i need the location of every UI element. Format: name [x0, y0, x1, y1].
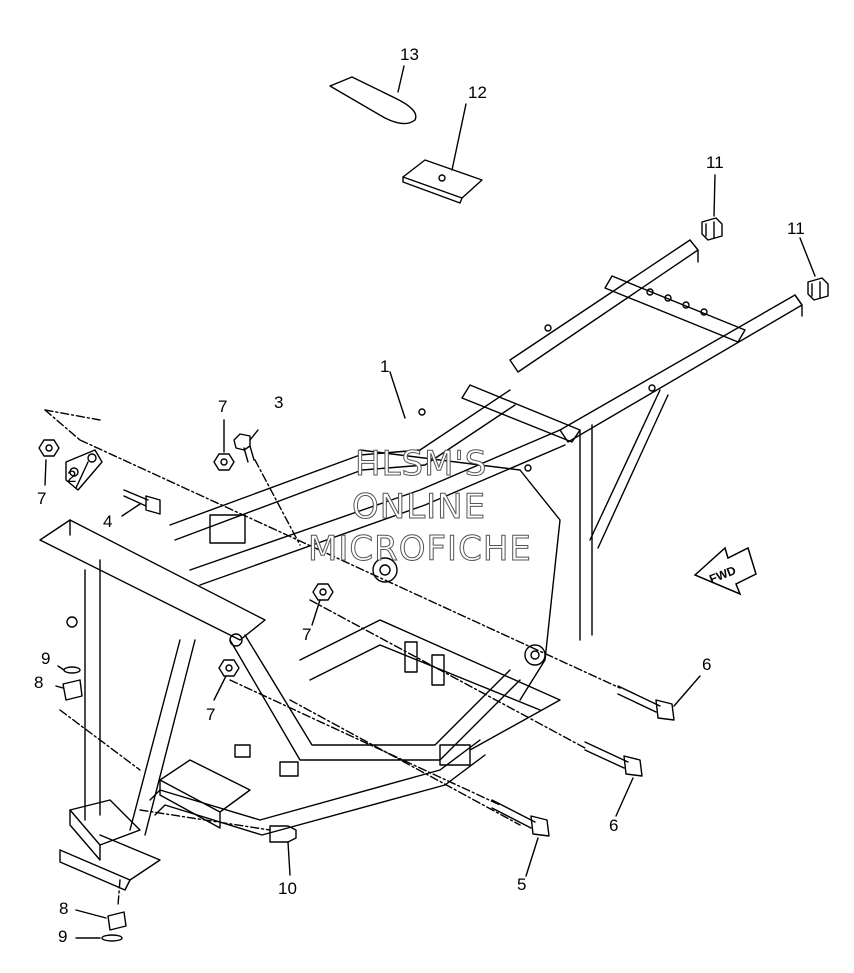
end-cap-part	[701, 174, 723, 241]
callout-9: 9	[41, 649, 50, 668]
damper-plate-part	[402, 103, 483, 204]
grommet-part	[55, 665, 83, 701]
forward-arrow-icon: FWD	[693, 546, 757, 596]
watermark-line-2: ONLINE	[352, 487, 486, 527]
long-bolt-part	[584, 741, 643, 817]
end-cap-part	[799, 237, 829, 301]
long-bolt-part	[617, 675, 701, 721]
callout-3: 3	[274, 393, 283, 412]
callout-6: 6	[702, 655, 711, 674]
main-frame	[39, 239, 803, 891]
callout-5: 5	[517, 875, 526, 894]
callout-8: 8	[59, 899, 68, 918]
callout-12: 12	[468, 83, 487, 102]
nut-part	[213, 453, 235, 471]
nut-part	[218, 659, 240, 677]
bracket-plate-part	[65, 449, 103, 491]
callout-1: 1	[380, 357, 389, 376]
callout-11: 11	[787, 219, 805, 238]
callout-6: 6	[609, 816, 618, 835]
grommet-part	[75, 909, 127, 942]
leader-lines	[44, 409, 621, 906]
watermark-line-1: HLSM'S	[355, 444, 487, 484]
callout-7: 7	[218, 397, 227, 416]
long-bolt-part	[491, 799, 550, 877]
bolt-part	[121, 489, 161, 517]
callout-9: 9	[58, 927, 67, 946]
watermark-line-3: MICROFICHE	[308, 529, 532, 569]
watermark: HLSM'S ONLINE MICROFICHE	[308, 444, 532, 570]
callout-7: 7	[37, 489, 46, 508]
nut-part	[312, 583, 334, 601]
nut-part	[38, 439, 60, 457]
callout-13: 13	[400, 45, 419, 64]
bolt-part	[233, 429, 259, 463]
callout-7: 7	[302, 625, 311, 644]
callout-10: 10	[278, 879, 297, 898]
callout-4: 4	[103, 512, 112, 531]
bolt-part	[269, 825, 297, 876]
callout-8: 8	[34, 673, 43, 692]
callout-7: 7	[206, 705, 215, 724]
seat-pad-part	[329, 65, 417, 125]
callouts: 13 12 11 11 1 7 3 7 2 4 7 7 9 8 6 6 5 10…	[34, 45, 805, 946]
callout-2: 2	[67, 467, 76, 486]
callout-11: 11	[706, 153, 724, 172]
